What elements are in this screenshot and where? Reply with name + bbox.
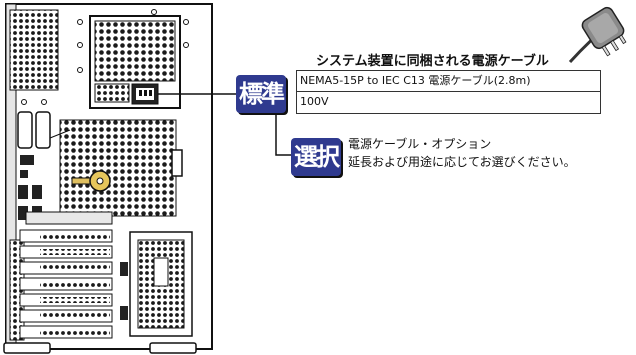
rear-fan-grille bbox=[59, 119, 177, 217]
lock-bracket bbox=[171, 149, 183, 177]
option-badge: 選択 bbox=[291, 138, 341, 176]
power-plug-icon bbox=[568, 6, 627, 64]
cable-lead bbox=[49, 129, 71, 139]
standard-badge: 標準 bbox=[236, 75, 286, 113]
cable-title: システム装置に同梱される電源ケーブル bbox=[316, 54, 549, 69]
option-title: 電源ケーブル・オプション bbox=[348, 137, 492, 151]
standard-cable-spec: NEMA5-15P to IEC C13 電源ケーブル(2.8m) bbox=[300, 74, 531, 87]
expansion-slots bbox=[19, 211, 113, 339]
rear-lower-panel bbox=[120, 231, 193, 337]
standard-cable-box: NEMA5-15P to IEC C13 電源ケーブル(2.8m) 100V bbox=[296, 70, 601, 114]
option-connector-line bbox=[275, 113, 291, 156]
ac-inlet bbox=[131, 83, 159, 105]
left-vent-top bbox=[9, 9, 59, 91]
key-icon bbox=[71, 170, 111, 192]
standard-cable-voltage: 100V bbox=[297, 91, 600, 112]
option-description: 延長および用途に応じてお選びください。 bbox=[348, 155, 576, 169]
